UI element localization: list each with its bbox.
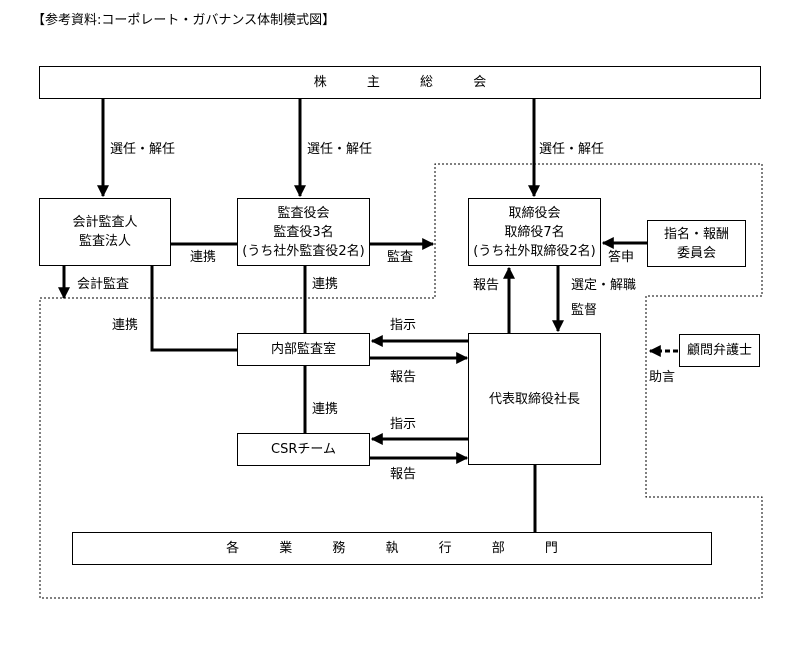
cooperation-label-3: 連携 [112, 318, 139, 333]
instruct-label-2: 指示 [390, 417, 417, 432]
director-count-label: 取締役7名 [504, 224, 565, 240]
business-divisions-box: 各 業 務 執 行 部 門 [72, 532, 712, 565]
shareholders-meeting-box: 株 主 総 会 [39, 66, 761, 99]
internal-audit-box: 内部監査室 [237, 333, 370, 366]
csr-team-box: CSRチーム [237, 433, 370, 466]
legal-advisor-label: 顧問弁護士 [686, 343, 752, 358]
instruct-label-1: 指示 [390, 318, 417, 333]
accounting-auditor-box: 会計監査人 監査法人 [39, 198, 171, 266]
committee-label: 委員会 [676, 245, 716, 261]
cooperation-label-4: 連携 [312, 402, 339, 417]
executive-area-border [39, 163, 763, 599]
board-label: 取締役会 [508, 205, 561, 221]
legal-advisor-box: 顧問弁護士 [679, 334, 760, 367]
cooperation-label-1: 連携 [190, 250, 217, 265]
report-label-1: 報告 [390, 370, 417, 385]
outside-auditor-label: (うち社外監査役2名) [242, 243, 365, 259]
answer-label: 答申 [608, 250, 635, 265]
accounting-auditor-label: 会計監査人 [72, 215, 138, 230]
cooperation-label-2: 連携 [312, 277, 339, 292]
internal-audit-label: 内部監査室 [270, 342, 336, 357]
president-label: 代表取締役社長 [488, 391, 580, 407]
auditor-count-label: 監査役3名 [273, 224, 334, 240]
supervise-label: 監督 [571, 303, 598, 318]
csr-team-label: CSRチーム [271, 442, 336, 457]
outside-director-label: (うち社外取締役2名) [473, 243, 596, 259]
shareholders-label: 株 主 総 会 [313, 75, 505, 90]
appoint-label-2: 選任・解任 [307, 142, 373, 157]
report-label-board: 報告 [473, 278, 500, 293]
audit-board-box: 監査役会 監査役3名 (うち社外監査役2名) [237, 198, 370, 266]
page-title: 【参考資料:コーポレート・ガバナンス体制模式図】 [32, 13, 336, 28]
report-label-2: 報告 [390, 467, 417, 482]
line-auditor-internal-audit [150, 266, 238, 352]
business-divisions-label: 各 業 務 執 行 部 門 [226, 541, 576, 556]
accounting-audit-label: 会計監査 [77, 277, 130, 292]
audit-label: 監査 [387, 250, 414, 265]
appoint-label-3: 選任・解任 [539, 142, 605, 157]
nomination-committee-box: 指名・報酬 委員会 [647, 220, 746, 267]
board-of-directors-box: 取締役会 取締役7名 (うち社外取締役2名) [468, 198, 601, 266]
president-box: 代表取締役社長 [468, 333, 601, 465]
audit-board-label: 監査役会 [277, 205, 330, 221]
audit-firm-label: 監査法人 [78, 234, 131, 249]
advice-label: 助言 [649, 370, 676, 385]
select-dismiss-label: 選定・解職 [571, 278, 637, 293]
nomination-label: 指名・報酬 [663, 226, 729, 242]
appoint-label-1: 選任・解任 [110, 142, 176, 157]
